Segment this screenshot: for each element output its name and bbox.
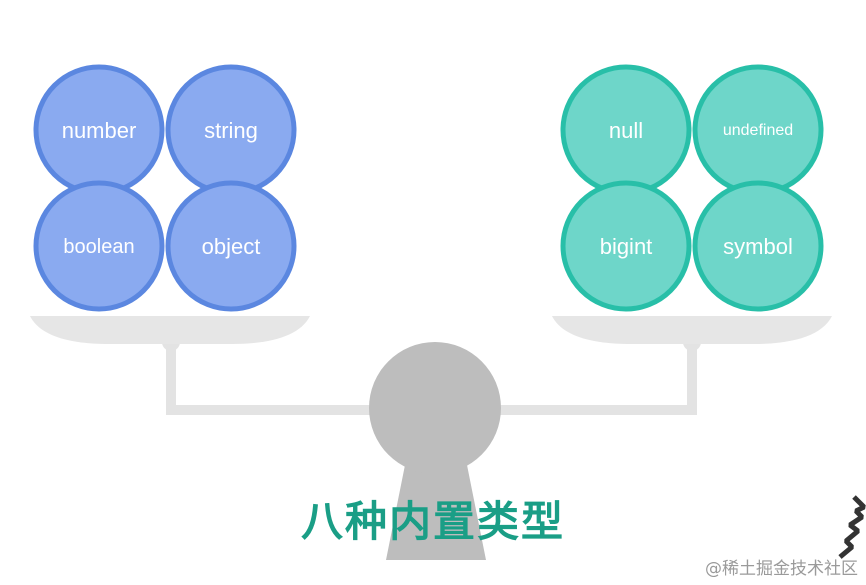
right-hanger [687, 335, 697, 415]
label-object: object [202, 234, 261, 259]
pillar-head [369, 342, 501, 474]
left-hanger [166, 335, 176, 415]
label-undefined: undefined [723, 122, 793, 139]
scale-pillar [369, 342, 501, 560]
diagram-title: 八种内置类型 [300, 497, 565, 546]
label-null: null [609, 118, 643, 143]
type-bubble-boolean [33, 180, 165, 312]
type-bubble-bigint [560, 180, 692, 312]
left-pan [30, 316, 310, 344]
right-pan [552, 316, 832, 344]
watermark-text: @稀土掘金技术社区 [705, 559, 858, 579]
juejin-logo-icon [838, 495, 866, 559]
label-number: number [62, 118, 137, 143]
type-bubble-symbol [692, 180, 824, 312]
right-type-group: null undefined bigint symbol [560, 64, 824, 312]
type-bubble-object [165, 180, 297, 312]
left-type-group: number string boolean object [33, 64, 297, 312]
label-bigint: bigint [600, 234, 653, 259]
label-string: string [204, 118, 258, 143]
label-boolean: boolean [63, 236, 134, 258]
label-symbol: symbol [723, 234, 793, 259]
pillar-base [386, 440, 486, 560]
